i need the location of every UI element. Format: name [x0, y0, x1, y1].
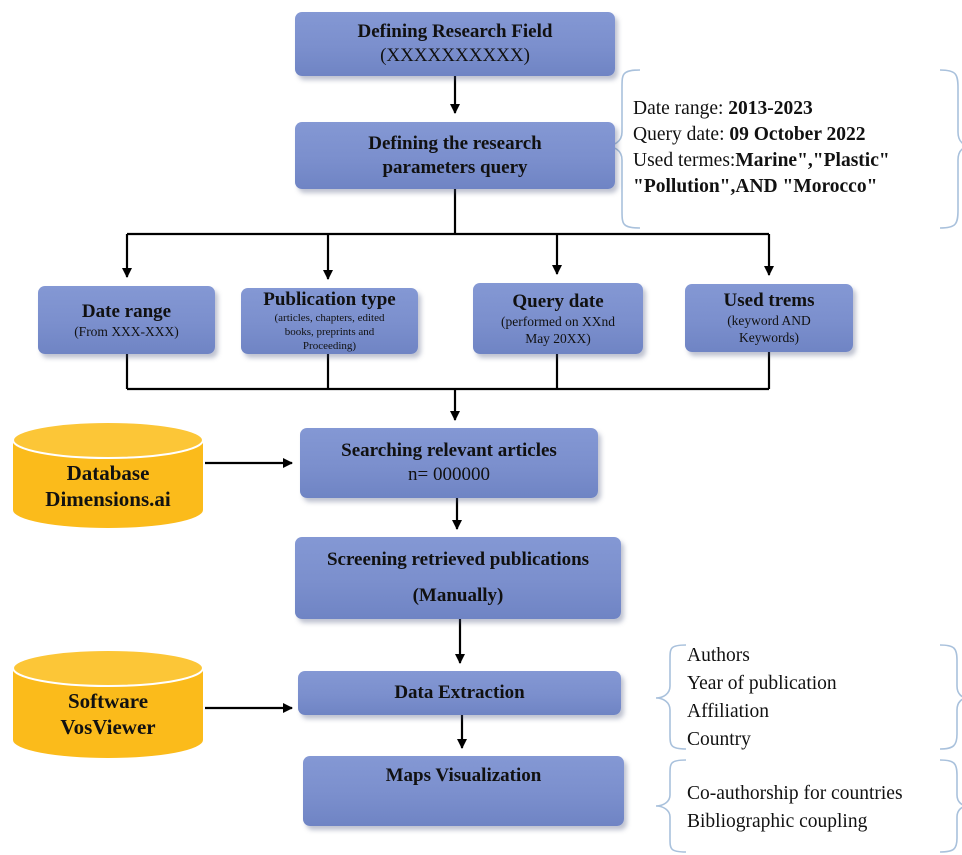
publication-type-detail-1: (articles, chapters, edited: [274, 312, 385, 324]
note-date-range: Date range: 2013-2023: [633, 96, 890, 122]
brace-extraction-left: [655, 644, 687, 750]
brace-extraction-right: [939, 644, 962, 750]
data-extraction-box: Data Extraction: [298, 671, 621, 715]
searching-box: Searching relevant articles n= 000000: [300, 428, 598, 498]
visualization-type-item: Co-authorship for countries: [687, 783, 903, 804]
extraction-fields-note: Authors Year of publication Affiliation …: [687, 642, 837, 754]
query-date-detail-2: May 20XX): [525, 330, 591, 346]
software-cylinder-shape: [12, 649, 204, 758]
maps-visualization-title: Maps Visualization: [385, 765, 542, 786]
software-cylinder: Software VosViewer: [8, 648, 208, 760]
query-date-box: Query date (performed on XXnd May 20XX): [473, 283, 643, 354]
note-used-terms-cont: "Pollution",AND "Morocco": [633, 174, 890, 200]
brace-maps-right: [939, 759, 962, 853]
defining-query-box: Defining the research parameters query: [295, 122, 615, 189]
publication-type-title: Publication type: [263, 289, 396, 310]
brace-maps-left: [655, 759, 687, 853]
extraction-field-item: Country: [687, 729, 751, 750]
used-terms-box: Used trems (keyword AND Keywords): [685, 284, 853, 352]
database-cylinder: Database Dimensions.ai: [8, 420, 208, 530]
brace-query-right: [939, 69, 962, 229]
visualization-type-item: Bibliographic coupling: [687, 811, 868, 832]
screening-method: (Manually): [412, 585, 504, 606]
query-date-detail-1: (performed on XXnd: [501, 313, 615, 329]
software-name: VosViewer: [60, 715, 156, 739]
note-used-terms: Used termes:Marine","Plastic": [633, 148, 890, 174]
extraction-field-item: Affiliation: [687, 701, 769, 722]
publication-type-detail-3: Proceeding): [302, 340, 357, 352]
query-details-note: Date range: 2013-2023 Query date: 09 Oct…: [633, 96, 890, 200]
database-name: Dimensions.ai: [45, 487, 171, 511]
defining-research-field-sub: (XXXXXXXXXX): [380, 45, 530, 66]
used-terms-detail-2: Keywords): [739, 330, 799, 345]
note-date-range-value: 2013-2023: [728, 98, 813, 119]
database-cylinder-shape: [12, 421, 204, 528]
searching-title: Searching relevant articles: [341, 440, 557, 461]
database-label: Database: [66, 461, 150, 485]
note-query-date-label: Query date:: [633, 124, 730, 145]
visualization-types-note: Co-authorship for countries Bibliographi…: [687, 780, 903, 836]
defining-research-field-box: Defining Research Field (XXXXXXXXXX): [295, 12, 615, 76]
extraction-field-item: Year of publication: [687, 673, 837, 694]
note-date-range-label: Date range:: [633, 98, 729, 119]
note-query-date-value: 09 October 2022: [729, 124, 866, 145]
date-range-title: Date range: [81, 300, 172, 322]
note-used-terms-label: Used termes:: [633, 150, 736, 171]
note-used-terms-value-2: "Pollution",AND "Morocco": [633, 176, 878, 197]
date-range-detail: (From XXX-XXX): [74, 323, 179, 339]
defining-query-line2: parameters query: [382, 156, 528, 178]
extraction-field-item: Authors: [687, 645, 750, 666]
screening-title: Screening retrieved publications: [326, 549, 590, 570]
data-extraction-title: Data Extraction: [394, 682, 525, 703]
defining-research-field-title: Defining Research Field: [357, 21, 553, 42]
note-used-terms-value-1: Marine","Plastic": [735, 150, 890, 171]
screening-box: Screening retrieved publications (Manual…: [295, 537, 621, 619]
software-label: Software: [67, 689, 149, 713]
used-terms-title: Used trems: [723, 290, 815, 311]
query-date-title: Query date: [512, 290, 604, 312]
used-terms-detail-1: (keyword AND: [727, 313, 811, 328]
publication-type-box: Publication type (articles, chapters, ed…: [241, 288, 418, 354]
note-query-date: Query date: 09 October 2022: [633, 122, 890, 148]
searching-count: n= 000000: [408, 464, 490, 485]
defining-query-line1: Defining the research: [368, 132, 542, 154]
maps-visualization-box: Maps Visualization: [303, 756, 624, 826]
publication-type-detail-2: books, preprints and: [284, 326, 375, 338]
date-range-box: Date range (From XXX-XXX): [38, 286, 215, 354]
